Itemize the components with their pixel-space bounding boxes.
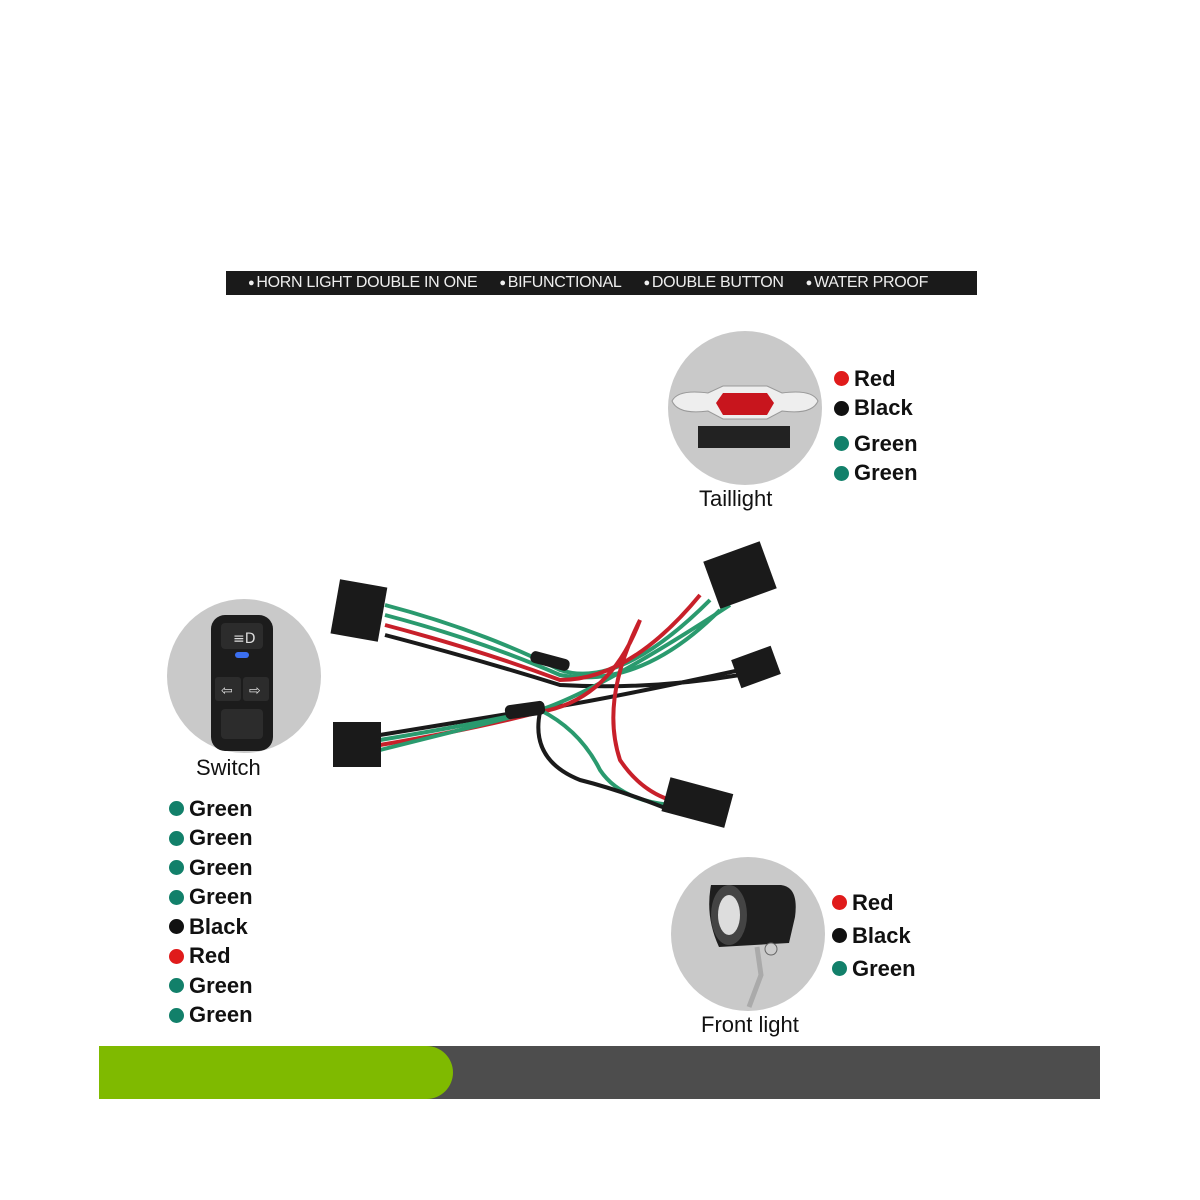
wire-item: Black <box>832 919 916 952</box>
green-dot-icon <box>169 1007 184 1023</box>
red-dot-icon <box>832 895 847 910</box>
wire-item: Green <box>169 883 253 913</box>
green-dot-icon <box>169 889 184 905</box>
svg-text:⇦: ⇦ <box>221 682 233 698</box>
switch-label: Switch <box>196 755 261 780</box>
front-light-image <box>671 857 825 1011</box>
front-light-label: Front light <box>701 1012 799 1037</box>
green-dot-icon <box>169 801 184 817</box>
wire-item: Green <box>834 429 918 459</box>
connector-icon <box>330 579 388 642</box>
taillight-label: Taillight <box>699 486 773 511</box>
taillight-wire-legend: Red Black Green Green <box>834 364 918 488</box>
wire-item: Green <box>169 824 253 854</box>
taillight-icon <box>671 385 819 448</box>
connector-icon <box>703 541 777 609</box>
black-dot-icon <box>832 928 847 943</box>
wire-item: Green <box>832 952 916 985</box>
feature-4: WATER PROOF <box>806 274 928 292</box>
taillight-image <box>668 331 822 485</box>
footer-bar <box>99 1046 1100 1099</box>
connector-icon <box>661 777 734 828</box>
wire-item: Red <box>834 364 918 394</box>
red-dot-icon <box>169 948 184 964</box>
footer-accent <box>99 1046 453 1099</box>
connector-icon <box>333 722 381 767</box>
switch-image: ≡D ⇦ ⇨ <box>167 599 321 753</box>
wire-item: Black <box>834 394 918 424</box>
front-light-wire-legend: Red Black Green <box>832 886 916 985</box>
green-dot-icon <box>832 961 847 976</box>
wire-item: Red <box>832 886 916 919</box>
green-dot-icon <box>834 436 849 452</box>
feature-banner: HORN LIGHT DOUBLE IN ONE BIFUNCTIONAL DO… <box>226 271 977 295</box>
black-dot-icon <box>834 400 849 416</box>
red-dot-icon <box>834 371 849 387</box>
wire-item: Green <box>169 794 253 824</box>
green-dot-icon <box>834 465 849 481</box>
svg-text:≡D: ≡D <box>233 631 256 647</box>
green-dot-icon <box>169 860 184 876</box>
green-dot-icon <box>169 830 184 846</box>
switch-icon: ≡D ⇦ ⇨ <box>211 615 273 751</box>
wire-item: Black <box>169 912 253 942</box>
green-dot-icon <box>169 978 184 994</box>
wire-item: Green <box>169 1001 253 1031</box>
connector-icon <box>731 645 781 689</box>
switch-wire-legend: Green Green Green Green Black Red Green … <box>169 794 253 1030</box>
feature-2: BIFUNCTIONAL <box>499 274 622 292</box>
wire-item: Red <box>169 942 253 972</box>
wire-item: Green <box>169 971 253 1001</box>
wire-item: Green <box>834 459 918 489</box>
wire-item: Green <box>169 853 253 883</box>
feature-3: DOUBLE BUTTON <box>643 274 784 292</box>
svg-text:⇨: ⇨ <box>249 682 261 698</box>
front-light-icon <box>709 885 796 1008</box>
feature-1: HORN LIGHT DOUBLE IN ONE <box>248 274 477 292</box>
black-dot-icon <box>169 919 184 935</box>
